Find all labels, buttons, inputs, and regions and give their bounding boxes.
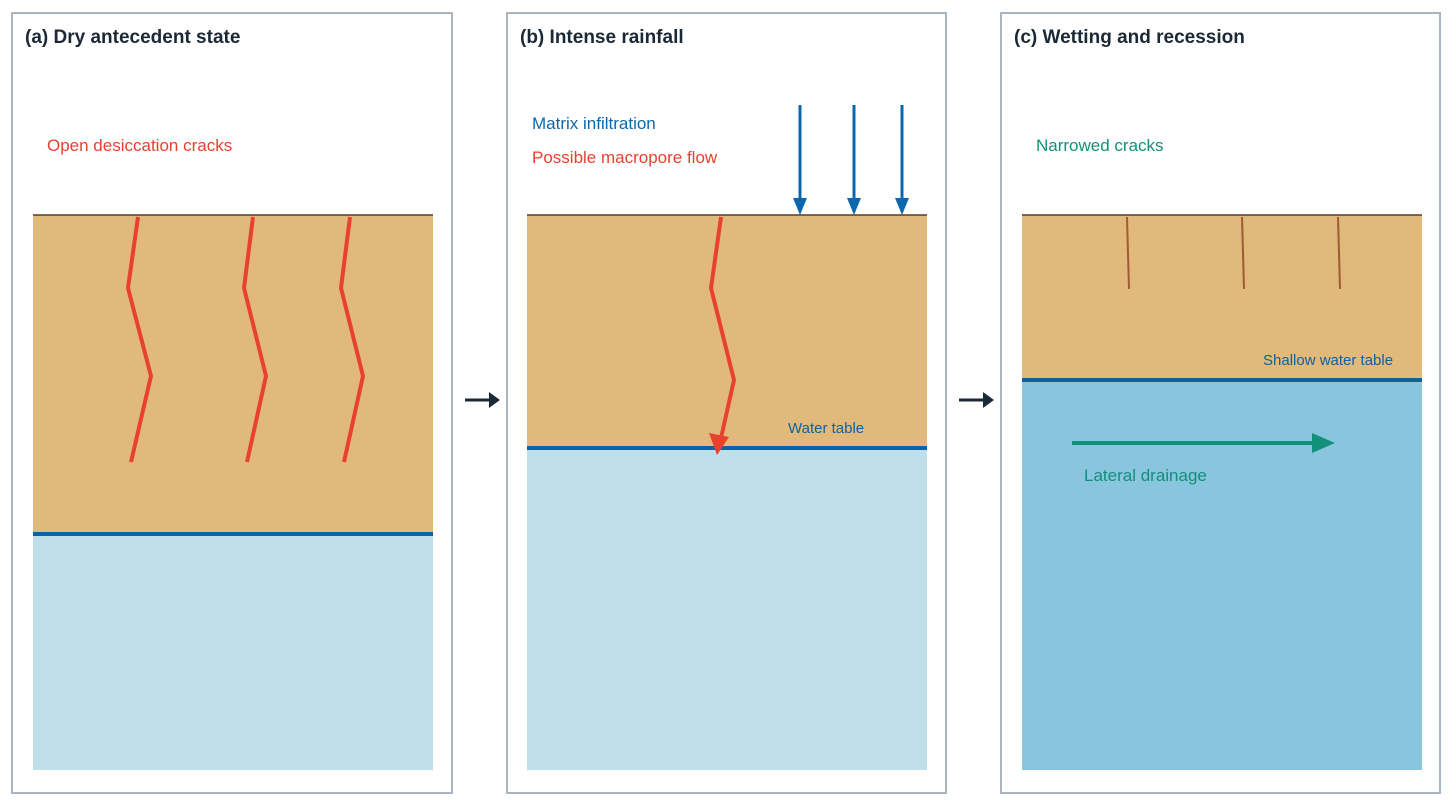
macropore-flow-label: Possible macropore flow <box>532 148 718 167</box>
panel-b-title: (b) Intense rainfall <box>520 27 684 48</box>
narrowed-crack <box>1126 216 1130 290</box>
panel-dry-antecedent-state: (a) Dry antecedent state Open desiccatio… <box>11 12 453 794</box>
desiccation-crack <box>338 216 366 463</box>
shallow-water-table-label: Shallow water table <box>1263 352 1394 369</box>
panel-a-diagram <box>33 214 433 770</box>
panel-a-title: (a) Dry antecedent state <box>25 27 241 48</box>
open-desiccation-cracks-label: Open desiccation cracks <box>47 136 233 155</box>
lateral-drainage-arrow <box>1072 433 1335 453</box>
desiccation-crack <box>125 216 154 463</box>
lateral-drainage-label: Lateral drainage <box>1084 466 1207 485</box>
panel-wetting-and-recession: (c) Wetting and recession Narrowed crack… <box>1000 12 1441 794</box>
panel-intense-rainfall: (b) Intense rainfall Matrix infiltration… <box>506 12 947 794</box>
macropore-flow-path <box>708 216 737 439</box>
panel-b-diagram <box>527 105 927 770</box>
matrix-infiltration-label: Matrix infiltration <box>532 114 656 133</box>
groundwater-zone <box>33 534 433 770</box>
narrowed-crack <box>1337 216 1341 290</box>
water-table-label: Water table <box>788 420 865 437</box>
panel-c-diagram <box>1022 214 1422 770</box>
desiccation-crack <box>241 216 269 463</box>
panel-c-title: (c) Wetting and recession <box>1014 27 1245 48</box>
arrow-right-icon <box>959 392 994 408</box>
narrowed-cracks-label: Narrowed cracks <box>1036 136 1164 155</box>
arrow-down-icon <box>793 105 807 215</box>
soil-layer <box>33 215 433 535</box>
arrow-right-icon <box>465 392 500 408</box>
soil-layer <box>1022 215 1422 381</box>
arrow-down-icon <box>895 105 909 215</box>
narrowed-crack <box>1241 216 1245 290</box>
arrow-down-icon <box>847 105 861 215</box>
saturated-zone <box>1022 380 1422 770</box>
groundwater-zone <box>527 448 927 770</box>
macropore-arrowhead <box>709 433 729 455</box>
